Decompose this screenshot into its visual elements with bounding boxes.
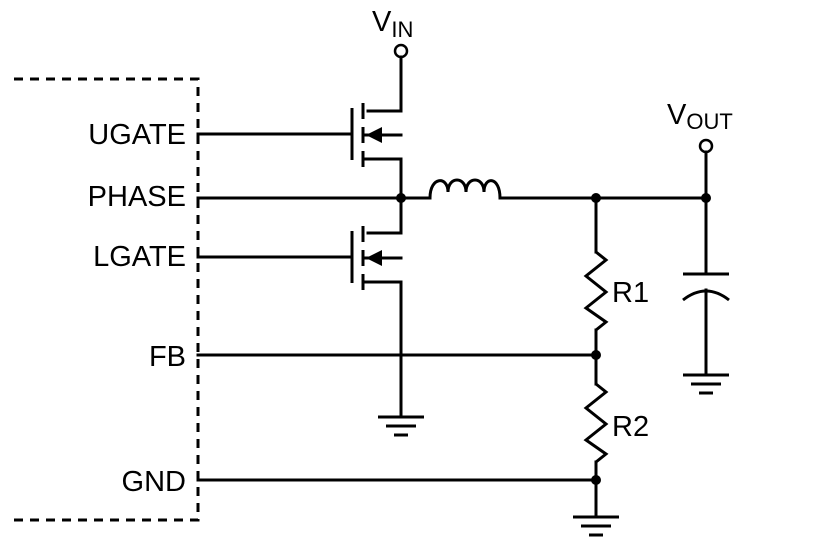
vout-label: VOUT (667, 99, 733, 134)
pin-label-phase: PHASE (88, 181, 186, 213)
r2-label: R2 (612, 411, 649, 443)
vin-terminal (393, 43, 409, 59)
ground-symbol-mosfet (378, 415, 424, 437)
ground-symbol-capacitor (683, 373, 729, 395)
low-side-mosfet (196, 196, 403, 418)
resistor-r2 (583, 353, 609, 518)
resistor-r1 (583, 196, 609, 357)
pin-label-gnd: GND (122, 466, 186, 498)
ground-symbol-divider (573, 515, 619, 537)
vout-terminal (698, 138, 714, 154)
pin-label-lgate: LGATE (93, 241, 186, 273)
pin-label-fb: FB (149, 341, 186, 373)
pin-label-ugate: UGATE (88, 119, 186, 151)
r1-label: R1 (612, 277, 649, 309)
output-capacitor (682, 196, 730, 376)
gnd-node-dot (591, 475, 601, 485)
controller-ic-outline (14, 77, 200, 522)
high-side-mosfet (196, 55, 403, 200)
vin-label: VIN (372, 6, 413, 42)
inductor (428, 178, 502, 199)
